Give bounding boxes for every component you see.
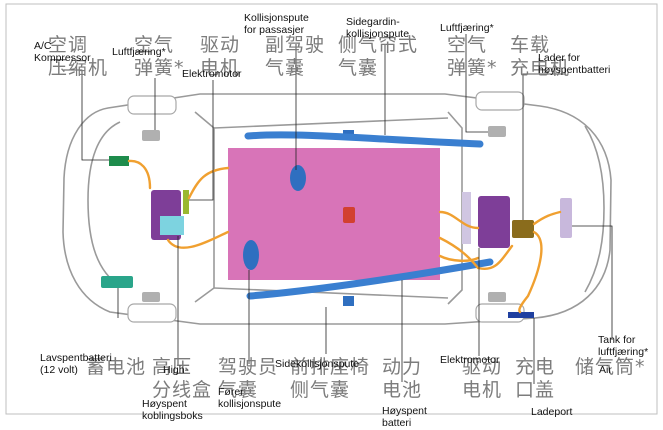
rear-motor-side (462, 192, 471, 244)
label-passenger-airbag: Kollisjonspute for passasjer (244, 12, 309, 36)
label-air-spring-front: Luftfjæring* (112, 46, 166, 58)
zh-label-curtain: 侧气帘式 气囊 (338, 34, 419, 79)
passenger-airbag (290, 165, 306, 191)
label-charge-port: Ladeport (531, 406, 573, 418)
zh-label-motor-rear: 驱动 电机 (462, 356, 503, 401)
hv-junction-box (160, 216, 184, 235)
onboard-charger (512, 220, 534, 238)
air-tank (560, 198, 572, 238)
label-lv-battery: Lavspentbatteri (12 volt) (40, 352, 112, 376)
rear-air-spring (488, 126, 506, 137)
rear-motor (478, 196, 510, 248)
zh-label-spring-front: 空气 弹簧* (134, 34, 185, 79)
label-hv-charger: Lader for høyspentbatteri (538, 52, 611, 76)
zh-label-side-airbag: 前排座椅 侧气囊 (290, 356, 371, 401)
zh-label-spring-rear: 空气 弹簧* (447, 34, 498, 79)
front-motor-side (183, 190, 189, 214)
zh-label-junction: 高压 分线盒 (152, 356, 213, 401)
lv-battery (101, 276, 133, 288)
zh-label-driver-airbag: 驾驶员 气囊 (218, 356, 279, 401)
side-airbag-center (343, 207, 355, 223)
label-hv-junction-box: Høyspent koblingsboks (142, 398, 203, 422)
side-airbag-bottom (343, 296, 354, 306)
label-side-airbag: Sidekollisjonspute (275, 358, 360, 370)
hv-battery (228, 148, 440, 280)
label-motor-rear: Elektromotor (440, 354, 500, 366)
curtain-airbag-bottom (246, 258, 494, 300)
zh-label-charger: 车载 充电机 (510, 34, 571, 79)
label-driver-airbag: Fører kollisjonspute (218, 386, 282, 410)
front-air-spring (142, 130, 160, 141)
zh-label-tank: 储气筒* (575, 356, 646, 378)
zh-label-power-battery: 动力 电池 (382, 356, 423, 401)
label-hv-battery: Høyspent batteri (382, 405, 427, 429)
zh-label-motor-front: 驱动 电机 (200, 34, 241, 79)
label-ac-compressor: A/C Kompressor (34, 40, 91, 64)
driver-airbag (243, 240, 259, 270)
leader-lines (62, 34, 613, 384)
label-air-tank-short: Air (599, 364, 612, 376)
hv-cables (127, 159, 562, 314)
label-air-spring-rear: Luftfjæring* (440, 22, 494, 34)
zh-label-charge-port: 充电 口盖 (515, 356, 556, 401)
zh-label-ac: 空调 压缩机 (48, 34, 109, 79)
label-hv-junction-short: High- (163, 364, 189, 376)
zh-label-lv-battery: 蓄电池 (86, 356, 147, 378)
zh-label-pass-airbag: 副驾驶 气囊 (265, 34, 326, 79)
car-outline (62, 93, 612, 325)
charge-port (508, 312, 534, 318)
rear-left-spring (488, 292, 506, 302)
front-left-spring (142, 292, 160, 302)
label-air-tank: Tank for luftfjæring* (598, 334, 649, 358)
ac-compressor (109, 156, 129, 166)
label-curtain-airbag: Sidegardin- kollisjonspute (346, 16, 410, 40)
label-motor-front: Elektromotor (182, 68, 242, 80)
curtain-airbag-top (244, 131, 484, 148)
